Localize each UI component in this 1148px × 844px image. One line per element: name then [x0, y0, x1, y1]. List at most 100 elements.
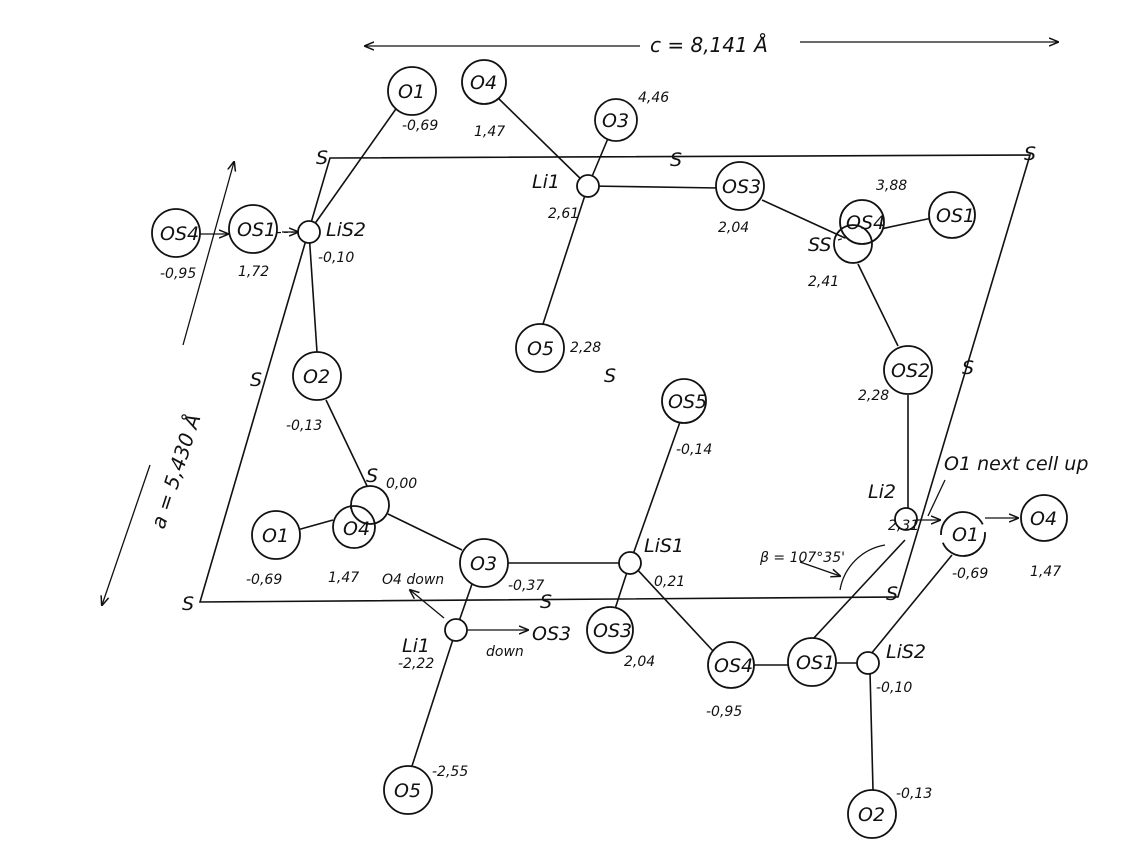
atom-label: OS3	[722, 176, 761, 198]
atom-li1-top	[576, 174, 600, 198]
atom-label: OS4	[846, 212, 885, 234]
atom-label: S	[366, 465, 378, 487]
value-label: 1,72	[238, 264, 269, 280]
value-label: -0,69	[402, 118, 438, 134]
atom-os3-top: OS3	[715, 161, 765, 211]
atom-lis2-left	[297, 220, 321, 244]
bond	[857, 263, 899, 347]
atom-o4-bl: O4	[332, 505, 376, 549]
atom-li2	[894, 507, 918, 531]
a-axis-arrow-up	[182, 162, 234, 346]
cell-s-label: S	[182, 593, 194, 615]
atom-label: O3	[470, 553, 497, 575]
atom-li1-bottom	[444, 618, 468, 642]
bond	[587, 185, 720, 189]
value-label: 3,88	[876, 178, 907, 194]
atom-label: O1	[398, 81, 425, 103]
cell-s-label: S	[962, 357, 974, 379]
bond	[869, 671, 874, 791]
bond	[629, 421, 681, 564]
bond	[495, 95, 589, 187]
value-label: -0,69	[246, 572, 282, 588]
value-label: -0,10	[876, 680, 912, 696]
atom-label: OS1	[796, 652, 835, 674]
bond	[865, 554, 953, 661]
atom-ss	[833, 224, 873, 264]
atom-label: O2	[303, 366, 330, 388]
atom-label: OS1	[936, 205, 975, 227]
atom-os1-left: OS1	[228, 204, 278, 254]
atom-os2-right: OS2	[883, 345, 933, 395]
value-label: 2,41	[808, 274, 839, 290]
value-label: 1,47	[1030, 564, 1061, 580]
pointer-line	[927, 479, 946, 517]
value-label: 2,28	[858, 388, 889, 404]
value-label: 4,46	[638, 90, 669, 106]
atom-label: OS5	[668, 391, 707, 413]
a-dimension-label: a = 5,430 Å	[146, 411, 206, 532]
atom-o4-top: O4	[461, 59, 507, 105]
atom-label: Li2	[868, 481, 896, 503]
atom-lis2-bottom	[856, 651, 880, 675]
bond	[875, 217, 933, 231]
bond	[308, 231, 318, 353]
bond	[542, 185, 589, 325]
atom-o2-bottom: O2	[847, 789, 897, 839]
atom-label: OS3	[593, 620, 632, 642]
atom-os1-bottom: OS1	[787, 637, 837, 687]
atom-s-mid	[350, 485, 390, 525]
atom-label: O5	[394, 780, 421, 802]
atom-os4-left: OS4	[151, 208, 201, 258]
atom-o1-bl: O1	[251, 510, 301, 560]
atom-label: LiS2	[326, 219, 366, 241]
unit-cell-outline	[198, 154, 1032, 603]
atom-o3-mid: O3	[459, 538, 509, 588]
annotation-o1-next-cell-up: O1 next cell up	[944, 453, 1088, 475]
atom-lis1	[618, 551, 642, 575]
atom-o5-mid: O5	[515, 323, 565, 373]
atom-os3-bottom: OS3	[586, 606, 634, 654]
atom-o1-top: O1	[387, 66, 437, 116]
atom-label: O1	[262, 525, 289, 547]
atom-label: O1	[952, 524, 979, 546]
beta-pointer	[799, 561, 840, 576]
atom-label: O4	[470, 72, 497, 94]
value-label: -0,37	[508, 578, 544, 594]
annotation-o4-down: O4 down	[382, 572, 444, 588]
atom-o1-br: O1	[940, 511, 986, 557]
atom-o2-left: O2	[292, 351, 342, 401]
atom-o5-bottom: O5	[383, 765, 433, 815]
cell-s-label: S	[316, 147, 328, 169]
bond	[633, 565, 715, 653]
atom-os4-right: OS4	[839, 199, 885, 245]
bond	[308, 105, 399, 233]
atom-label: LiS2	[886, 641, 926, 663]
cell-s-label: S	[540, 591, 552, 613]
value-label: -2,22	[398, 656, 434, 672]
atom-label: O2	[858, 804, 885, 826]
atom-label: LiS1	[644, 535, 684, 557]
value-label: 0,21	[654, 574, 685, 590]
atom-os5: OS5	[661, 378, 707, 424]
value-label: 2,04	[718, 220, 749, 236]
value-label: -0,95	[160, 266, 196, 282]
beta-angle-arc	[839, 544, 886, 591]
bond-arrow	[410, 590, 445, 619]
atom-os1-right: OS1	[928, 191, 976, 239]
value-label: 1,47	[474, 124, 505, 140]
bond	[411, 629, 457, 767]
value-label: 1,47	[328, 570, 359, 586]
atom-label: OS4	[160, 223, 199, 245]
value-label: 2,31	[888, 518, 919, 534]
atom-o4-br: O4	[1020, 494, 1068, 542]
c-dimension-label: c = 8,141 Å	[650, 33, 768, 57]
cell-s-label: S	[250, 369, 262, 391]
annotation-os3: OS3	[532, 623, 571, 645]
bond	[325, 399, 369, 489]
bond	[811, 539, 906, 641]
atom-o3-top: O3	[594, 98, 638, 142]
atom-label: O4	[1030, 508, 1057, 530]
value-label: 2,61	[548, 206, 579, 222]
